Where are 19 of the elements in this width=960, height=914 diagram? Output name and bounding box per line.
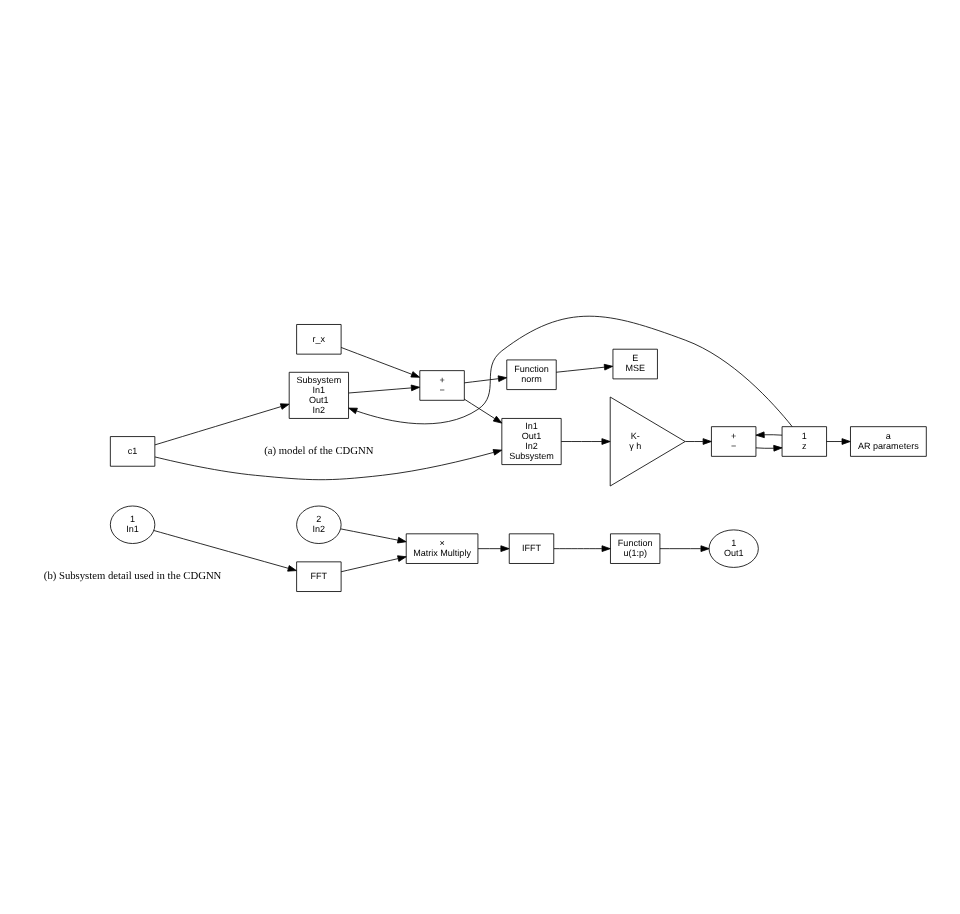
arrow bbox=[553, 544, 611, 551]
arrow bbox=[154, 402, 290, 445]
arrow bbox=[755, 443, 783, 451]
arrow bbox=[560, 437, 611, 444]
arrow bbox=[154, 448, 503, 480]
arrow bbox=[340, 527, 407, 543]
arrow bbox=[348, 383, 420, 393]
arrow bbox=[153, 529, 297, 571]
arrow bbox=[755, 430, 783, 438]
arrow bbox=[555, 362, 614, 372]
arrow bbox=[463, 397, 503, 423]
arrow bbox=[463, 374, 508, 383]
arrow bbox=[684, 437, 712, 444]
arrow bbox=[340, 554, 407, 572]
arrow bbox=[826, 437, 851, 444]
arrow bbox=[477, 544, 510, 551]
arrow bbox=[348, 314, 793, 426]
arrow bbox=[659, 544, 710, 551]
arrow bbox=[340, 346, 420, 377]
